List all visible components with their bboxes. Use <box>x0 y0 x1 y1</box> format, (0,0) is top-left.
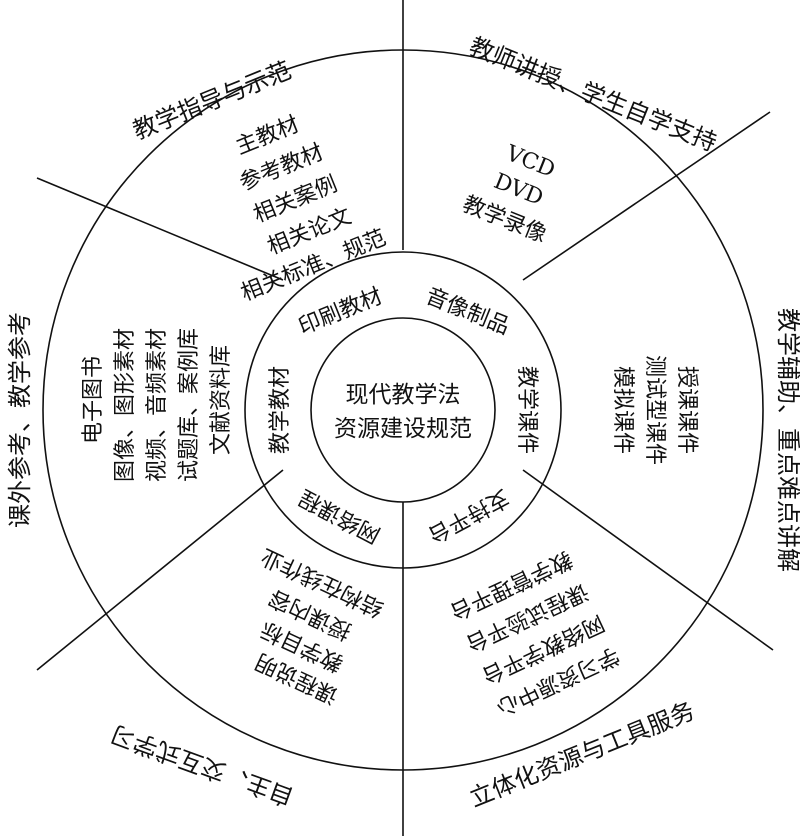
center-title-line2: 资源建设规范 <box>334 416 472 442</box>
divider-upper-left <box>36 177 284 281</box>
material-item: 试题库、案例库 <box>177 328 202 482</box>
core-ring <box>310 317 496 503</box>
middle-ring <box>244 251 562 569</box>
center-title-line1: 现代教学法 <box>346 382 461 408</box>
divider-lower-left <box>36 469 284 671</box>
courseware-item: 模拟课件 <box>610 366 635 454</box>
material-item: 电子图书 <box>81 356 106 444</box>
courseware-item-list: 授课课件 测试型课件 模拟课件 <box>610 355 699 465</box>
rings <box>42 49 764 771</box>
outer-ring <box>42 49 764 771</box>
material-item-list: 电子图书 图像、图形素材 视频、音频素材 试题库、案例库 文献资料库 <box>81 328 234 482</box>
outer-label-lecture: 教师讲授、学生自学支持 <box>465 32 720 157</box>
courseware-item: 授课课件 <box>674 366 699 454</box>
outer-label-reference: 课外参考、教学参考 <box>6 312 34 528</box>
material-item: 文献资料库 <box>209 345 234 455</box>
online-item-list: 课程说明 教学目标 授课内容 结构在线作业 <box>252 543 387 708</box>
divider-lower-right <box>522 469 774 651</box>
inner-label-teaching-material: 教学教材 <box>268 366 293 454</box>
printed-item-list: 主教材 参考教材 相关案例 相关论文 相关标准、规范 <box>232 112 389 306</box>
inner-label-courseware: 教学课件 <box>514 366 539 454</box>
divider-upper-right <box>522 111 771 281</box>
platform-item-list: 学习资源中心 网络教学平台 课程试验平台 教学管理平台 <box>446 546 623 720</box>
divider-lines <box>36 0 774 836</box>
material-item: 图像、图形素材 <box>113 328 138 482</box>
av-item-list: VCD DVD 教学录像 <box>459 141 559 248</box>
material-item: 视频、音频素材 <box>145 328 170 482</box>
outer-label-auxiliary: 教学辅助、重点难点讲解 <box>774 308 800 572</box>
outer-label-interactive: 自主、交互式学习 <box>107 720 297 812</box>
courseware-item: 测试型课件 <box>642 355 667 465</box>
